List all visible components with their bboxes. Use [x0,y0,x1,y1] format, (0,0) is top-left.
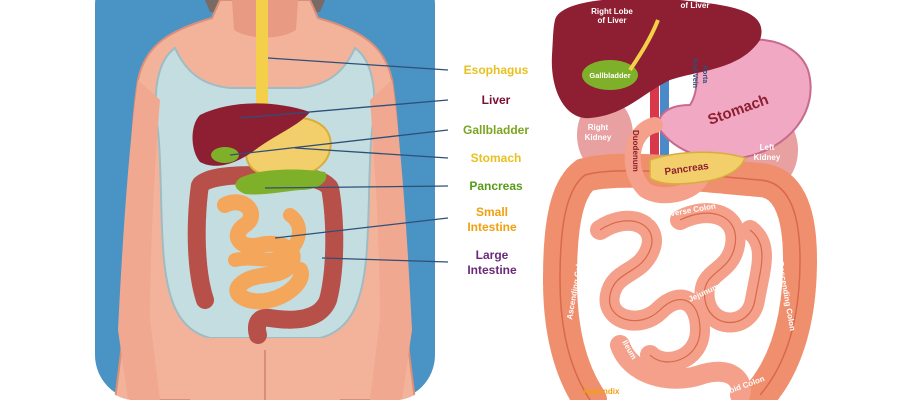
label-and-vein: And Vein [691,58,698,88]
label-left-kidney-line2: Kidney [754,153,781,162]
label-right-lobe-line2: of Liver [598,16,627,25]
label-appendix: Appendix [583,387,620,396]
label-left-kidney-line1: Left [760,143,775,152]
leader-lines [229,57,449,263]
gallbladder [211,147,239,163]
label-right-kidney-line1: Right [588,123,609,132]
right-figure [542,0,818,400]
small-intestine-right [590,203,772,400]
left-arm [118,80,160,400]
label-gallbladder-left: Gallbladder [462,123,530,137]
label-small-intestine: Small Intestine [467,205,517,234]
small-intestine [217,194,309,310]
label-aorta: Aorta [701,65,708,83]
label-pancreas-left: Pancreas [469,179,523,193]
left-figure [95,0,435,400]
label-stomach-left: Stomach [470,151,522,165]
label-duodenum: Duodenum [631,130,640,172]
label-right-kidney-line2: Kidney [585,133,612,142]
label-liver: Liver [481,93,511,107]
label-right-lobe-line1: Right Lobe [591,7,633,16]
label-esophagus: Esophagus [463,63,529,77]
right-arm [370,80,412,400]
label-left-lobe: of Liver [681,1,710,10]
gallbladder-right [582,60,638,90]
label-gallbladder: Gallbladder [589,71,630,80]
duodenum [624,117,708,204]
pancreas-right [649,151,746,185]
label-large-intestine: Large Intestine [467,248,517,277]
large-intestine [187,165,344,344]
pancreas [235,169,327,195]
